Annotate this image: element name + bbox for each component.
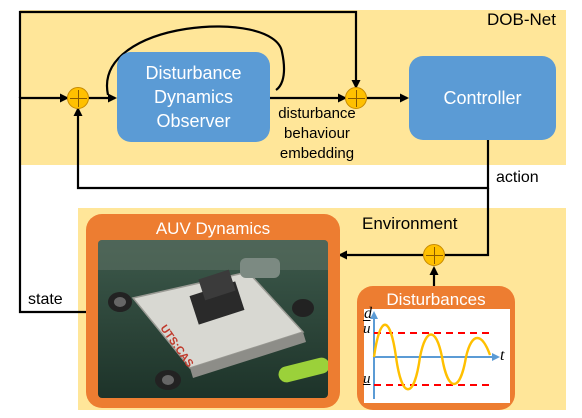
action-feedback-wire (73, 107, 490, 190)
sum-junction-embedding (345, 87, 367, 109)
plot-y-label: d (364, 305, 372, 322)
observer-line-2: Dynamics (153, 87, 233, 107)
plot-lower-bound-label: u (363, 371, 371, 387)
disturbances-title: Disturbances (386, 290, 486, 309)
embedding-line-3: embedding (279, 145, 355, 162)
sum-junction-environment (423, 244, 445, 266)
disturbance-plot: d t u u (363, 305, 510, 403)
auv-dynamics-title: AUV Dynamics (155, 219, 271, 238)
state-label: state (28, 291, 63, 308)
auv-photo: UTS:CAS (98, 240, 328, 398)
embedding-line-2: behaviour (284, 125, 350, 142)
embedding-line-1: disturbance (278, 105, 356, 122)
plot-upper-bound-label: u (363, 321, 371, 337)
environment-title: Environment (362, 214, 458, 233)
state-wire (18, 93, 86, 314)
observer-line-1: Disturbance (145, 63, 242, 83)
controller-block: Controller (409, 56, 556, 140)
auv-robot-illustration: UTS:CAS (98, 240, 328, 398)
observer-block: Disturbance Dynamics Observer (117, 52, 270, 142)
action-to-env-wire (444, 188, 490, 257)
observer-line-3: Observer (156, 111, 231, 131)
disturbance-plot-svg (370, 311, 500, 399)
dobnet-title: DOB-Net (487, 10, 556, 29)
action-label: action (496, 169, 539, 186)
bypass-wire (18, 10, 361, 98)
embedding-label: disturbance behaviour embedding (263, 104, 371, 164)
sum-junction-input (67, 87, 89, 109)
plot-x-label: t (500, 347, 505, 364)
controller-label: Controller (443, 88, 522, 108)
